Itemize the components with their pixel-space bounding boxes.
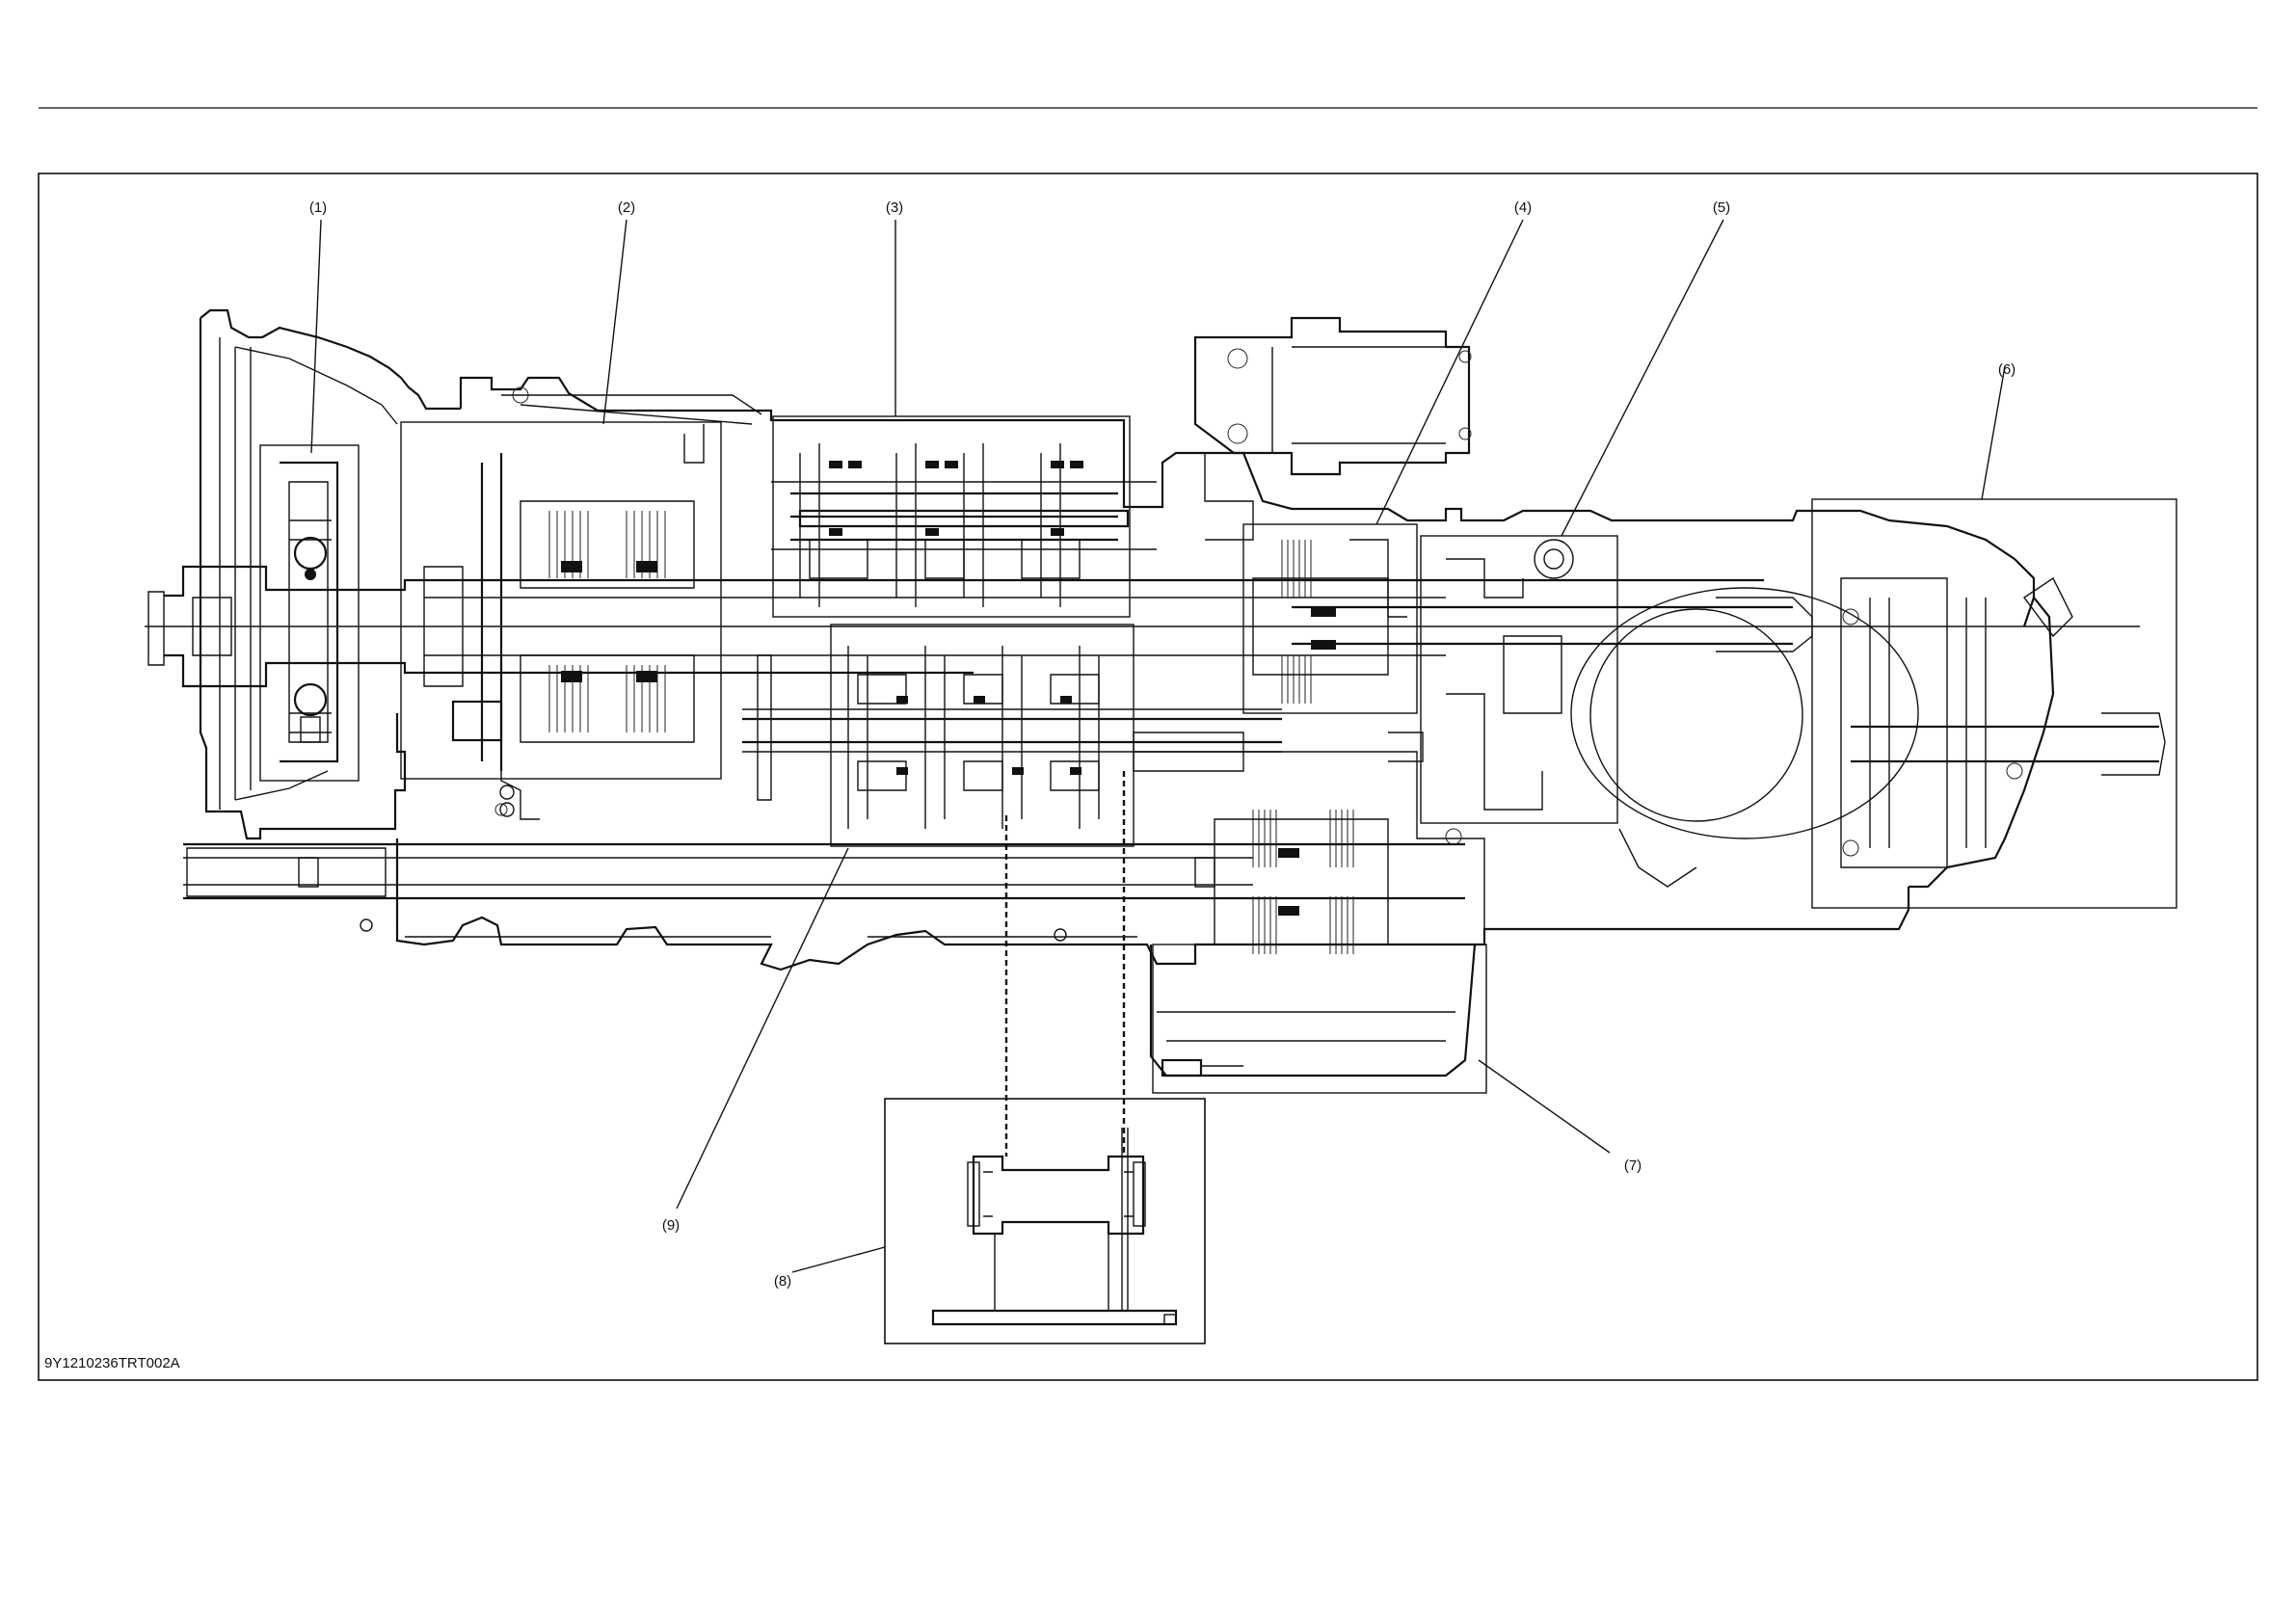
callout-5: (5): [1713, 200, 1730, 216]
section-5-gearset: [1421, 536, 1617, 823]
section-2-shuttle: [401, 387, 721, 819]
callout-1: (1): [309, 200, 327, 216]
section-9-central-gears: [831, 625, 1134, 846]
section-1-clutch: [222, 445, 359, 781]
misc-linework: [148, 592, 1423, 941]
callout-3: (3): [886, 200, 903, 216]
callout-7: (7): [1624, 1157, 1642, 1174]
section-8-detail: [885, 1099, 1205, 1344]
leader-lines: [311, 220, 2005, 1272]
callout-6: (6): [1998, 361, 2016, 378]
rear-axle-profile: [1571, 588, 1918, 887]
callout-9: (9): [662, 1217, 680, 1234]
section-4-pto-clutch: [1243, 524, 1417, 713]
shafts: [145, 482, 2165, 898]
top-pump-assembly: [1195, 318, 1471, 540]
housing-outline: [200, 310, 2053, 1076]
section-7-lower-clutch: [1134, 752, 1486, 1093]
figure-id: 9Y1210236TRT002A: [44, 1355, 180, 1371]
callout-2: (2): [618, 200, 635, 216]
callout-4: (4): [1514, 200, 1532, 216]
figure-frame: [39, 173, 2257, 1380]
callout-8: (8): [774, 1273, 791, 1290]
section-6-rear-pto: [1812, 499, 2176, 908]
